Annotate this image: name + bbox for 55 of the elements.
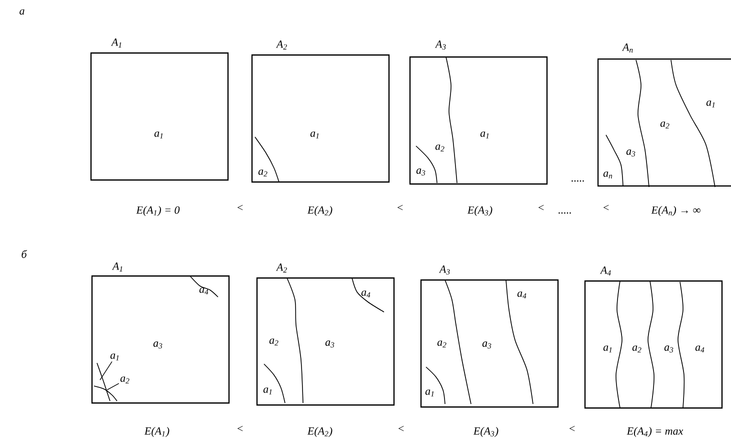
region-label: a$_{4}$ (695, 346, 704, 352)
label: б (22, 250, 28, 258)
region-label: a$_{4}$ (199, 288, 208, 294)
region-label: a$_{3}$ (153, 342, 162, 348)
label: E(A$_{2}$) (307, 206, 332, 216)
label: < (238, 204, 243, 210)
region-label: a$_{3}$ (664, 346, 674, 352)
label: < (398, 204, 403, 210)
label: < (570, 426, 575, 432)
label: < (604, 204, 609, 210)
label: ..... (572, 180, 584, 182)
region-label: a$_{1}$ (425, 390, 434, 396)
label: < (398, 426, 404, 432)
region-label: a$_{2}$ (660, 122, 670, 128)
leader-line (100, 361, 112, 380)
label: а (20, 9, 24, 15)
region-label: a$_{1}$ (310, 132, 319, 138)
label: E(A$_{1}$) (144, 427, 170, 437)
label: E(A$_{1}$) = 0 (136, 206, 180, 216)
region-label: a$_{2}$ (435, 144, 444, 152)
set-label: A$_{2}$ (276, 264, 287, 272)
set-label: A$_{1}$ (110, 38, 122, 48)
region-label: a$_{3}$ (416, 168, 426, 176)
set-label: A$_{1}$ (112, 262, 122, 272)
label: E(A$_{2}$) (307, 427, 332, 437)
region-label: a$_{1}$ (706, 100, 715, 108)
region-label: a$_{4}$ (517, 292, 526, 298)
label: E(A$_{4}$) = max (626, 427, 684, 437)
region-label: a$_{1}$ (603, 346, 612, 352)
region-label: a$_{4}$ (361, 290, 370, 298)
region-label: a$_{2}$ (120, 376, 130, 384)
region-label: a$_{1}$ (480, 132, 489, 138)
region-label: a$_{1}$ (154, 132, 163, 138)
region-label: a$_{2}$ (269, 338, 278, 346)
leader-line (106, 383, 120, 390)
region-label: a$_{2}$ (632, 346, 642, 352)
label: E(A$_{3}$) (467, 206, 492, 216)
region-label: a$_{3}$ (325, 340, 334, 348)
set-label: A$_{2}$ (276, 40, 287, 50)
region-label: a$_{n}$ (603, 172, 612, 178)
label: E(A$_{n}$) → ∞ (651, 206, 700, 216)
set-label: A$_{n}$ (622, 44, 633, 52)
region-label: a$_{1}$ (110, 354, 119, 360)
label: < (238, 426, 243, 432)
label: E(A$_{3}$) (473, 427, 498, 437)
region-label: a$_{1}$ (263, 388, 272, 394)
region-label: a$_{2}$ (437, 340, 446, 348)
label: ..... (558, 212, 571, 214)
set-label: A$_{3}$ (438, 266, 450, 274)
label: < (538, 204, 544, 210)
region-label: a$_{3}$ (482, 342, 492, 348)
set-label: A$_{4}$ (600, 266, 611, 276)
region-label: a$_{2}$ (258, 170, 268, 176)
region-label: a$_{3}$ (626, 150, 636, 156)
set-label: A$_{3}$ (434, 40, 446, 50)
